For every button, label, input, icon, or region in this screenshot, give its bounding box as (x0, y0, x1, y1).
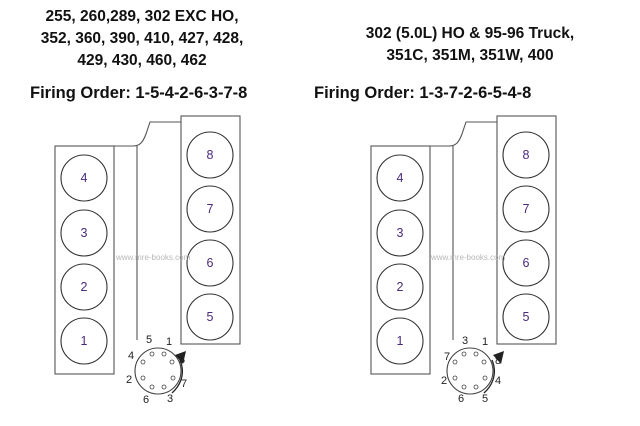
right-engine-line-2: 351C, 351M, 351W, 400 (386, 47, 554, 64)
right-engine-line-1: 302 (5.0L) HO & 95-96 Truck, (365, 25, 575, 42)
right-cap-terminal (452, 359, 458, 365)
left-engine-line-1: 255, 260,289, 302 EXC HO, (45, 8, 239, 25)
left-cap-terminal (149, 351, 155, 357)
right-cap-number: 4 (495, 375, 501, 387)
right-cap-number: 3 (462, 335, 468, 347)
left-engine-cylinder-number: 2 (81, 280, 88, 294)
left-rotation-arrowhead (175, 351, 186, 364)
left-cap-terminal (149, 384, 155, 390)
right-cap-terminal (481, 359, 487, 365)
right-engine-cylinder-number: 3 (397, 226, 404, 240)
right-cap-terminal (473, 384, 479, 390)
right-engine-cylinder (376, 154, 424, 202)
left-engine-cylinder (186, 185, 234, 233)
left-engine-cylinder-number: 4 (81, 171, 88, 185)
left-cap-number: 1 (166, 336, 172, 348)
left-cap-number: 6 (143, 394, 149, 406)
left-engine-cylinder (60, 263, 108, 311)
left-cap-number: 2 (126, 374, 132, 386)
right-rotation-arrowhead (493, 351, 504, 364)
left-cap-number: 4 (128, 350, 134, 362)
right-engine-cylinder (502, 185, 550, 233)
right-cap-terminal (482, 375, 488, 381)
right-rotation-arrow (483, 359, 495, 394)
left-cap-terminal (170, 375, 176, 381)
left-cap-terminal (169, 359, 175, 365)
right-engine-cylinder (376, 317, 424, 365)
right-cap-number: 5 (482, 393, 488, 405)
right-cap-number: 2 (441, 375, 447, 387)
left-engine-line-3: 429, 430, 460, 462 (77, 52, 207, 69)
left-engine-cylinder (186, 293, 234, 341)
left-engine-cylinder (60, 154, 108, 202)
right-cap-terminal (473, 351, 479, 357)
right-engine-cylinder-number: 8 (523, 148, 530, 162)
right-firing-order: Firing Order: 1-3-7-2-6-5-4-8 (314, 84, 532, 102)
left-cap-terminal (161, 351, 167, 357)
right-engine-front-cover-top (430, 121, 497, 147)
right-engine-cylinder (376, 209, 424, 257)
right-cap-number: 1 (482, 336, 488, 348)
right-engine-cylinder-number: 1 (397, 334, 404, 348)
left-cap-terminal (161, 384, 167, 390)
right-engine-cylinder-number: 5 (523, 310, 530, 324)
left-engine-cylinder-number: 3 (81, 226, 88, 240)
right-engine-cylinder-number: 2 (397, 280, 404, 294)
left-engine-cylinder-number: 1 (81, 334, 88, 348)
left-rotation-arrow (171, 359, 183, 394)
right-engine-cylinder-number: 6 (523, 256, 530, 270)
right-engine-list: 302 (5.0L) HO & 95-96 Truck, 351C, 351M,… (300, 23, 640, 67)
right-cap-number: 6 (458, 393, 464, 405)
right-engine-cylinder-number: 7 (523, 202, 530, 216)
right-engine-cylinder-number: 4 (397, 171, 404, 185)
right-watermark: www.mre-books.com (430, 253, 506, 262)
left-firing-order: Firing Order: 1-5-4-2-6-3-7-8 (30, 84, 248, 102)
right-engine-cylinder (502, 131, 550, 179)
right-cap-number: 7 (444, 351, 450, 363)
left-engine-cylinder-number: 5 (207, 310, 214, 324)
left-engine-cylinder-number: 8 (207, 148, 214, 162)
left-engine-front-cover-top (114, 121, 181, 147)
right-distributor-cap: 3 1 8 4 5 6 2 7 (441, 335, 504, 405)
left-cap-number: 7 (181, 378, 187, 390)
left-cap-terminal (140, 359, 146, 365)
right-engine-diagram: 4 3 2 1 8 7 6 5 www.mre-books.com 3 1 8 (370, 115, 557, 405)
left-engine-cylinder-number: 7 (207, 202, 214, 216)
left-watermark: www.mre-books.com (115, 253, 191, 262)
left-engine-cylinder (186, 131, 234, 179)
left-engine-cylinder (60, 317, 108, 365)
left-cap-number: 3 (167, 393, 173, 405)
left-engine-cylinder-number: 6 (207, 256, 214, 270)
right-engine-cylinder (376, 263, 424, 311)
left-engine-line-2: 352, 360, 390, 410, 427, 428, (40, 30, 244, 47)
left-engine-cylinder (186, 239, 234, 287)
right-cap-terminal (461, 351, 467, 357)
left-engine-diagram: 4 3 2 1 8 7 6 5 www.mre-books.com 5 (54, 115, 241, 406)
left-distributor-cap-outline (134, 347, 182, 395)
right-engine-cylinder (502, 293, 550, 341)
left-engine-cylinder (60, 209, 108, 257)
right-cap-terminal (452, 375, 458, 381)
left-distributor-cap: 5 1 8 7 3 6 2 4 (126, 334, 187, 406)
right-distributor-cap-outline (446, 347, 494, 395)
left-cap-number: 5 (146, 334, 152, 346)
right-cap-terminal (461, 384, 467, 390)
left-cap-terminal (140, 375, 146, 381)
right-engine-cylinder (502, 239, 550, 287)
left-engine-list: 255, 260,289, 302 EXC HO, 352, 360, 390,… (0, 6, 284, 72)
right-cap-number: 8 (495, 355, 501, 367)
